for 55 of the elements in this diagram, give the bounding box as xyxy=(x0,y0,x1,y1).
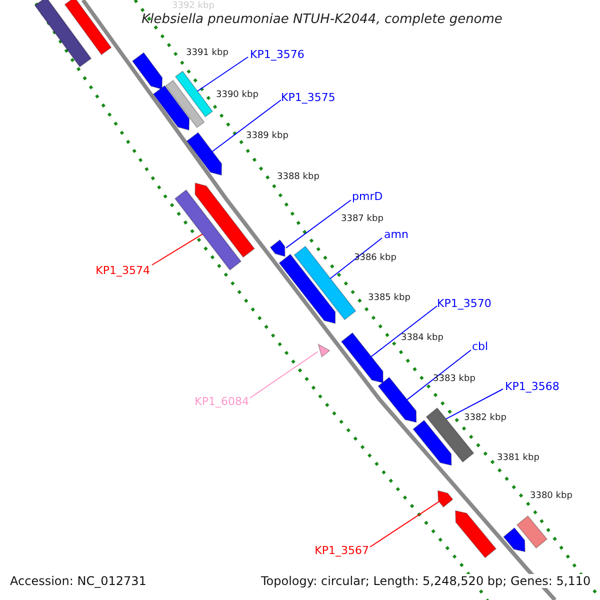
tick-label: 3387 kbp xyxy=(341,214,384,224)
leader-line xyxy=(370,306,438,358)
tick-label: 3391 kbp xyxy=(186,48,228,58)
gene-feature xyxy=(186,132,222,176)
tick-label: 3381 kbp xyxy=(497,453,540,463)
gene-feature xyxy=(340,332,384,384)
gene-label: KP1_3576 xyxy=(250,48,304,61)
leader-line xyxy=(446,388,504,420)
leader-line xyxy=(330,238,382,279)
gene-feature xyxy=(132,52,163,90)
leader-line xyxy=(212,100,282,152)
gene-feature xyxy=(437,490,454,508)
tick-label: 3388 kbp xyxy=(277,172,320,182)
gene-feature xyxy=(454,510,497,558)
leader-line xyxy=(196,56,248,92)
title: Klebsiella pneumoniae NTUH-K2044, complete genome xyxy=(142,12,502,27)
leader-line xyxy=(370,501,440,548)
gene-label: KP1_3567 xyxy=(314,544,369,557)
gene-feature xyxy=(378,376,417,423)
leader-line xyxy=(406,350,472,400)
leader-line xyxy=(250,351,318,398)
tick-label: 3386 kbp xyxy=(354,253,396,263)
gene-feature xyxy=(278,254,336,324)
tick-label: 3383 kbp xyxy=(433,374,476,384)
gene-feature xyxy=(194,182,256,258)
gene-feature xyxy=(412,420,452,466)
gene-label: KP1_3570 xyxy=(437,297,492,310)
tick-label: 3390 kbp xyxy=(216,90,258,100)
leader-line xyxy=(285,200,352,248)
gene-feature xyxy=(64,0,112,56)
gene-feature xyxy=(317,343,331,358)
accession-text: Accession: NC_012731 xyxy=(10,574,146,588)
genome-info-text: Topology: circular; Length: 5,248,520 bp; Genes: 5,110 xyxy=(261,574,591,588)
gene-label: KP1_6084 xyxy=(194,395,249,408)
gene-feature xyxy=(294,246,356,320)
gene-feature xyxy=(152,85,190,131)
gene-label: cbl xyxy=(472,340,488,353)
tick-label: 3380 kbp xyxy=(530,491,572,501)
gene-label: amn xyxy=(384,228,408,241)
gene-feature xyxy=(174,70,214,118)
tick-label: 3382 kbp xyxy=(464,413,506,423)
gene-feature xyxy=(34,0,92,68)
gene-feature xyxy=(270,239,286,257)
tick-label: 3389 kbp xyxy=(246,131,288,141)
gene-label: pmrD xyxy=(352,190,383,203)
gene-label: KP1_3574 xyxy=(96,264,150,277)
gene-feature xyxy=(516,515,548,549)
tick-label: 3385 kbp xyxy=(368,293,410,303)
gene-label: KP1_3568 xyxy=(505,380,560,393)
leader-line xyxy=(152,234,203,266)
gene-feature xyxy=(174,189,242,271)
tick-label: 3384 kbp xyxy=(401,333,444,343)
gene-label: KP1_3575 xyxy=(281,91,336,104)
gene-feature xyxy=(502,527,526,552)
gene-feature xyxy=(165,80,205,128)
